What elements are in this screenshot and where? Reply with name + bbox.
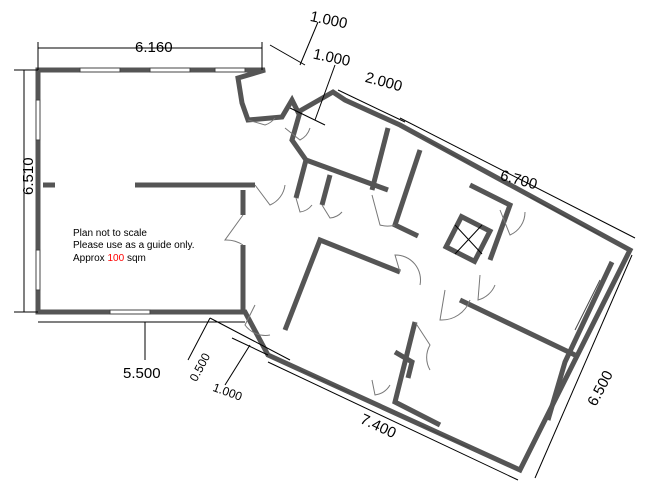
windows [35, 67, 601, 449]
lift-shaft [442, 213, 494, 265]
note-not-to-scale: Plan not to scale [73, 228, 147, 239]
area-value: 100 [107, 253, 124, 264]
dim-right-bottom: 7.400 [358, 411, 399, 442]
interior-walls [43, 111, 615, 428]
dim-top-width: 6.160 [135, 39, 173, 56]
note-area: Approx 100 sqm [73, 253, 146, 264]
dim-left-height: 6.510 [20, 157, 37, 195]
dim-bottom-width: 5.500 [123, 365, 161, 382]
area-unit: sqm [127, 253, 146, 264]
dim-right-side: 6.500 [584, 368, 617, 409]
note-guide-only: Please use as a guide only. [73, 240, 195, 251]
dimension-lines [14, 21, 636, 481]
dim-offset-1: 1.000 [211, 380, 244, 404]
door-swings [223, 117, 526, 396]
dim-top-offset-2: 1.000 [312, 46, 352, 70]
dim-top-segment: 2.000 [363, 69, 404, 95]
outer-wall [35, 67, 634, 474]
area-prefix: Approx [73, 253, 105, 264]
dim-top-offset-1: 1.000 [309, 8, 349, 32]
